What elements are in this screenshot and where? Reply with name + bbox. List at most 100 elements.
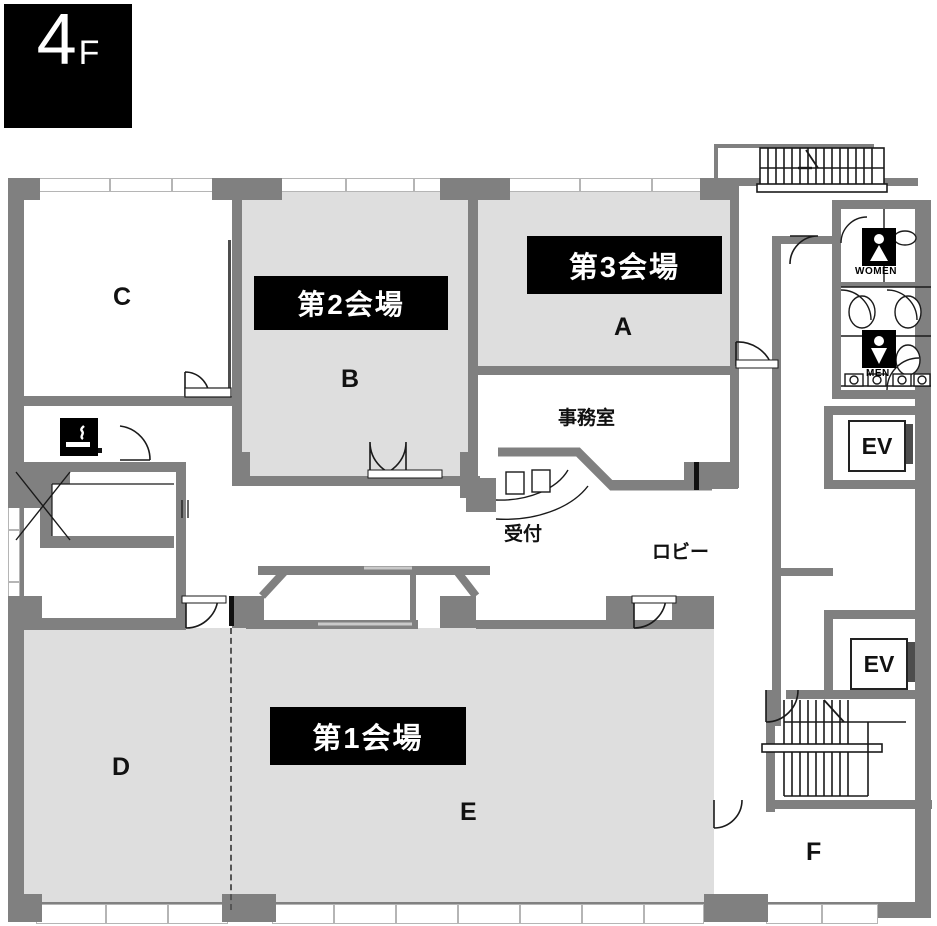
venue-2-label: 第2会場 [297,289,405,320]
restroom-women-icon [862,228,896,266]
venue-2-badge[interactable]: 第2会場 [254,276,448,330]
corridor-right-wall [410,566,416,628]
window-panel [168,904,228,924]
corridor-bottom-wall [246,620,418,629]
restroom-women-label: WOMEN [855,266,897,277]
ev-upper-top-wall [824,406,931,415]
partition-right-corridor [730,186,739,486]
window-panel [766,904,822,924]
partition-shaft-top [8,462,186,472]
reception-label: 受付 [504,523,543,545]
room-b-fill [232,186,474,483]
column [232,596,264,628]
column [212,178,282,200]
ev-lower-left-wall [824,610,833,692]
column [8,472,40,508]
elevator-lower[interactable]: EV [850,638,908,690]
partition-shaft-right [176,462,186,518]
window-panel [36,904,106,924]
restroom-top-wall [832,200,931,209]
room-letter-d: D [112,753,131,781]
ev-upper-left-wall [824,406,833,488]
elevator-upper[interactable]: EV [848,420,906,472]
room-letter-f: F [806,838,822,866]
window-panel [106,904,168,924]
window-panel [580,178,652,192]
venue-3-label: 第3会場 [568,252,681,284]
smoking-glyph [60,418,98,456]
window-panel [272,904,334,924]
venue-1-badge[interactable]: 第1会場 [270,707,466,765]
column [232,452,250,486]
floor-number: 4 [36,0,77,80]
window-panel [334,904,396,924]
restroom-men-label: MEN [866,368,890,379]
restroom-left-wall [832,200,841,390]
door-swing-icon [119,425,151,461]
column [8,178,40,200]
stair-lower-icon [761,699,906,797]
stair-top-wall-left [714,144,718,200]
wall-right [915,200,931,918]
restroom-bottom-wall [832,390,931,399]
window-panel [278,178,346,192]
window-panel [508,178,580,192]
floor-badge: 4 F [4,4,132,128]
women-glyph [862,228,896,266]
floor-suffix: F [78,34,100,72]
shaft-box-wall [40,536,174,548]
ev-upper-bottom-wall [824,480,931,489]
partition-room-b-bottom [240,476,480,486]
window-panel [582,904,644,924]
office-label: 事務室 [558,407,616,429]
ev-lower-top-wall [824,610,931,619]
room-letter-e: E [460,798,477,826]
column [8,596,42,630]
window-panel [346,178,414,192]
room-f-fill [766,800,931,900]
partition-room-a-bottom [476,366,738,375]
wall-lobby-right [772,236,781,576]
window-panel [38,178,110,192]
door-swing-icon [735,341,773,367]
stair-lower-left-wall [766,690,775,812]
elevator-lower-door [908,642,915,682]
window-panel [458,904,520,924]
partition-room-c-right [228,240,231,396]
core-wall-seg [781,568,833,576]
lobby-label: ロビー [652,541,710,563]
partition-room-c-bottom [8,396,232,406]
partition-room-b-right [468,186,478,486]
stair-lower-bottom-wall [766,800,932,809]
window-panel [822,904,878,924]
column [704,894,768,922]
room-de-divider [230,628,232,910]
restroom-men-icon [862,330,896,368]
elevator-upper-door [906,424,913,464]
room-letter-a: A [614,313,633,341]
window-panel [8,530,20,582]
window-panel [396,904,458,924]
column [440,596,476,628]
venue-3-badge[interactable]: 第3会場 [527,236,722,294]
smoking-area-icon [60,418,98,456]
door-swing-icon [713,799,743,829]
stair-top-wall-top [714,144,874,148]
door-swing-icon [185,595,219,629]
reception-wall [466,478,496,512]
ev-lower-bottom-wall [786,690,931,699]
window-panel [644,904,704,924]
window-panel [520,904,582,924]
room-letter-b: B [341,365,360,393]
elevator-lower-label: EV [863,650,895,677]
venue-1-label: 第1会場 [312,723,424,755]
corridor-top-wall [258,566,490,575]
partition-midleft-right [176,518,186,630]
wall-lobby-right-lower [772,576,781,726]
restroom-divider [832,282,931,287]
room-c-fill [24,200,232,396]
partition-midleft-bottom [8,618,186,630]
partition-room-b-left [232,192,242,482]
window-panel [110,178,172,192]
